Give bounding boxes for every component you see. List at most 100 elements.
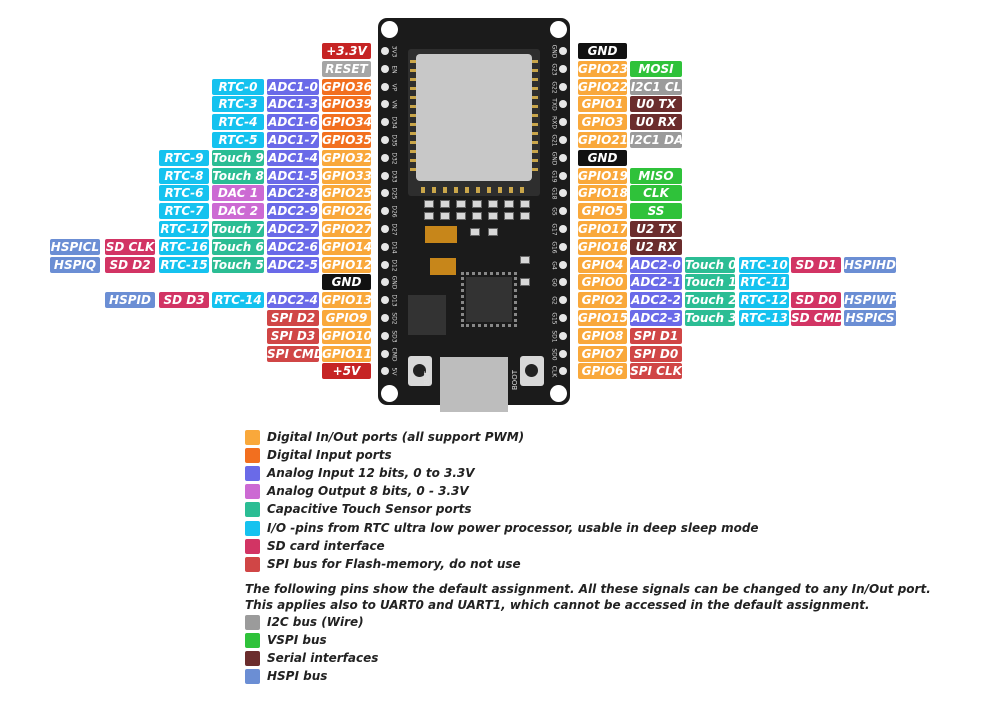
left-pin-label-adc: ADC2-6: [267, 238, 319, 255]
right-pin-label-rtc: RTC-12: [739, 292, 789, 309]
pin-dot-icon: [381, 171, 389, 180]
left-pin-label-flash: SPI D2: [267, 310, 319, 326]
module-pad-icon: [532, 87, 538, 90]
pin-dot-icon: [381, 82, 389, 91]
right-pin-label-digital: GPIO1: [578, 96, 627, 113]
pin-dot-icon: [559, 118, 567, 127]
smd-part-icon: [520, 256, 530, 264]
legend-swatch-icon: [245, 502, 260, 518]
module-pad-icon: [487, 187, 491, 193]
pin-dot-icon: [381, 242, 389, 251]
left-pin-label-touch: Touch 6: [212, 238, 264, 255]
pin-dot-icon: [381, 225, 389, 233]
right-pin-label-touch: Touch 3: [685, 310, 735, 326]
module-pad-icon: [410, 150, 416, 153]
right-pin-label-i2c: I2C1 DA: [630, 132, 682, 148]
right-pin-label-digital: GPIO16: [578, 238, 627, 255]
smd-part-icon: [472, 200, 482, 208]
legend-label: Analog Input 12 bits, 0 to 3.3V: [267, 466, 475, 481]
pin-dot-icon: [559, 171, 567, 180]
right-pin-name: CLK: [550, 366, 558, 378]
left-pin-label-digital: GPIO13: [322, 292, 371, 309]
legend-swatch-icon: [245, 651, 260, 667]
right-pin-label-vspi: SS: [630, 203, 682, 220]
pin-dot-icon: [381, 118, 389, 127]
module-pad-icon: [410, 60, 416, 63]
pin-dot-icon: [559, 278, 567, 287]
mounting-hole-icon: [550, 385, 567, 402]
pin-dot-icon: [559, 136, 567, 144]
module-pad-icon: [410, 78, 416, 81]
pin-dot-icon: [381, 349, 389, 358]
pin-dot-icon: [559, 64, 567, 73]
module-pad-icon: [498, 187, 502, 193]
module-pad-icon: [532, 96, 538, 99]
module-pad-icon: [410, 96, 416, 99]
assignment-note: This applies also to UART0 and UART1, wh…: [245, 598, 870, 612]
pin-dot-icon: [381, 189, 389, 198]
left-pin-label-rtc: RTC-16: [159, 238, 209, 255]
tantalum-capacitor: [425, 226, 457, 243]
tantalum-capacitor: [430, 258, 456, 275]
left-pin-label-adc: ADC1-6: [267, 114, 319, 131]
module-pad-icon: [532, 132, 538, 135]
pin-dot-icon: [559, 100, 567, 109]
right-pin-label-digital: GPIO17: [578, 221, 627, 237]
right-pin-label-rtc: RTC-11: [739, 274, 789, 291]
button-cap-icon: [525, 364, 538, 377]
left-pin-label-dac: DAC 2: [212, 203, 264, 220]
left-pin-label-dac: DAC 1: [212, 185, 264, 202]
smd-part-icon: [520, 278, 530, 286]
right-pin-label-digital: GPIO18: [578, 185, 627, 202]
module-pad-icon: [410, 105, 416, 108]
legend-swatch-icon: [245, 448, 260, 464]
smd-part-icon: [440, 212, 450, 220]
right-pin-label-rtc: RTC-10: [739, 256, 789, 273]
left-pin-label-adc: ADC1-3: [267, 96, 319, 113]
right-pin-label-touch: Touch 1: [685, 274, 735, 291]
module-pad-icon: [532, 123, 538, 126]
rst-label: RST: [422, 371, 431, 385]
right-pin-label-serial: U0 RX: [630, 114, 682, 131]
left-pin-label-adc: ADC2-9: [267, 203, 319, 220]
legend-label: I/O -pins from RTC ultra low power proce…: [267, 520, 759, 535]
legend-swatch-icon: [245, 484, 260, 500]
left-pin-label-touch: Touch 7: [212, 221, 264, 237]
pin-dot-icon: [381, 100, 389, 109]
right-pin-label-hspi: HSPICS: [844, 310, 896, 326]
right-pin-label-adc: ADC2-0: [630, 256, 682, 273]
right-pin-label-adc: ADC2-3: [630, 310, 682, 326]
pin-dot-icon: [559, 331, 567, 340]
module-pad-icon: [454, 187, 458, 193]
left-pin-label-digital: GPIO10: [322, 327, 371, 344]
pin-dot-icon: [381, 314, 389, 322]
left-pin-label-sd: SD D3: [159, 292, 209, 309]
right-pin-label-digital: GPIO7: [578, 345, 627, 362]
left-pin-label-digital: GPIO33: [322, 167, 371, 184]
right-pin-label-hspi: HSPIWP: [844, 292, 896, 309]
module-pad-icon: [443, 187, 447, 193]
legend-label: Digital Input ports: [267, 448, 392, 463]
mounting-hole-icon: [550, 21, 567, 38]
left-pin-label-reset: RESET: [322, 60, 371, 77]
left-pin-label-digital: GPIO14: [322, 238, 371, 255]
module-shield: [416, 54, 532, 181]
legend-label: Capacitive Touch Sensor ports: [267, 502, 472, 517]
pin-dot-icon: [559, 260, 567, 269]
smd-part-icon: [488, 228, 498, 236]
usb-uart-chip: [461, 272, 517, 327]
left-pin-label-digital: GPIO9: [322, 310, 371, 326]
module-pad-icon: [432, 187, 436, 193]
left-pin-label-ground: GND: [322, 274, 371, 291]
left-pin-label-rtc: RTC-8: [159, 167, 209, 184]
right-pin-label-flash: SPI CLK: [630, 363, 682, 380]
left-pin-label-hspi: HSPICL: [50, 238, 100, 255]
smd-part-icon: [520, 212, 530, 220]
left-pin-label-digital: GPIO27: [322, 221, 371, 237]
mounting-hole-icon: [381, 21, 398, 38]
button-cap-icon: [413, 364, 426, 377]
smd-part-icon: [520, 200, 530, 208]
left-pin-label-rtc: RTC-5: [212, 132, 264, 148]
left-pin-label-sd: SD D2: [105, 256, 155, 273]
pin-dot-icon: [381, 331, 389, 340]
